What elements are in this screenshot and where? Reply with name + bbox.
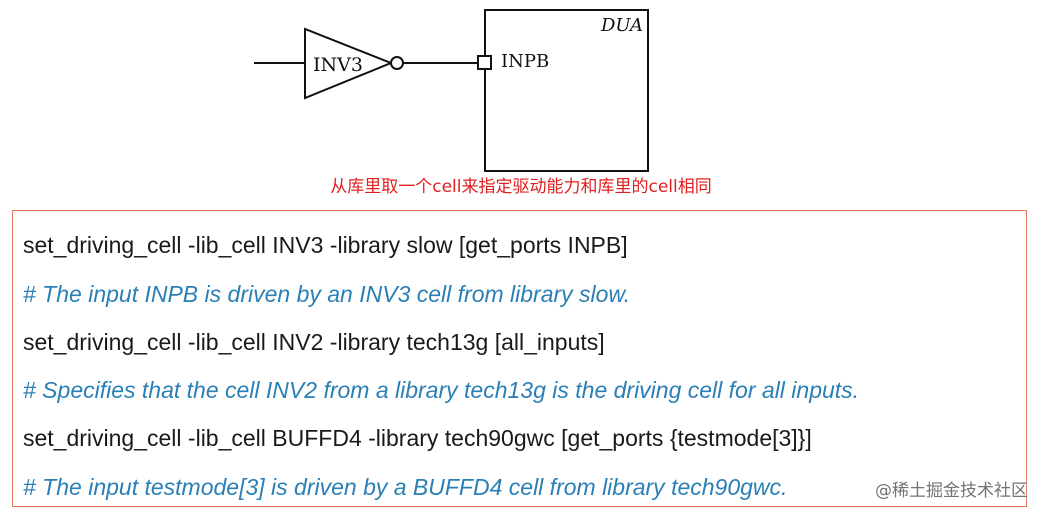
inverter-bubble <box>390 56 404 70</box>
schematic-diagram: INV3 INPB DUA <box>254 9 649 172</box>
block-label: DUA <box>600 15 643 36</box>
code-line-comment: # The input INPB is driven by an INV3 ce… <box>23 281 631 307</box>
dua-block <box>484 9 649 172</box>
watermark: @稀土掘金技术社区 <box>875 481 1028 501</box>
inverter-symbol <box>304 27 394 100</box>
code-line-comment: # Specifies that the cell INV2 from a li… <box>23 377 860 403</box>
inverter-label: INV3 <box>313 54 363 76</box>
code-line-comment: # The input testmode[3] is driven by a B… <box>23 474 788 500</box>
code-line-command: set_driving_cell -lib_cell BUFFD4 -libra… <box>23 425 812 451</box>
caption-text: 从库里取一个cell来指定驱动能力和库里的cell相同 <box>330 177 712 197</box>
port-label: INPB <box>501 51 549 72</box>
code-box: set_driving_cell -lib_cell INV3 -library… <box>12 210 1027 507</box>
code-line-command: set_driving_cell -lib_cell INV2 -library… <box>23 329 605 355</box>
input-port-square <box>477 55 492 70</box>
code-line-command: set_driving_cell -lib_cell INV3 -library… <box>23 232 628 258</box>
